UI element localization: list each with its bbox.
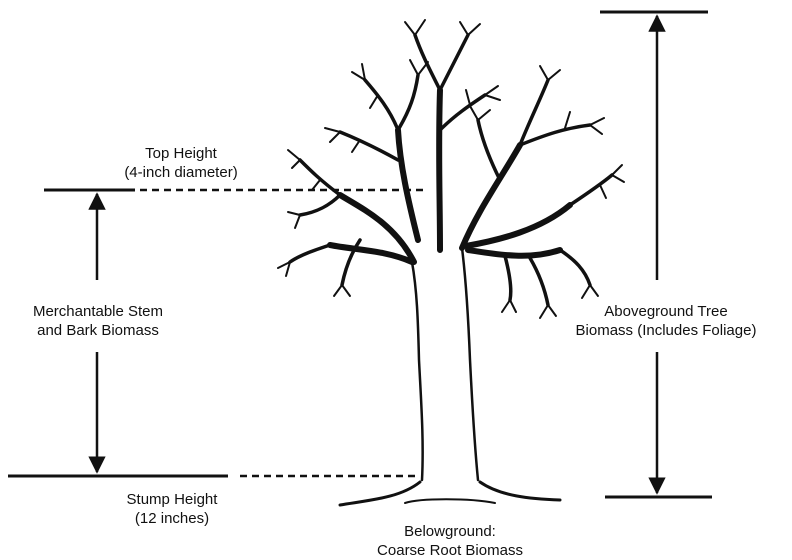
aboveground-label: Aboveground Tree Biomass (Includes Folia… bbox=[540, 302, 792, 340]
tree-illustration bbox=[278, 20, 624, 505]
belowground-line1: Belowground: bbox=[340, 522, 560, 541]
stump-height-note: (12 inches) bbox=[72, 509, 272, 528]
ground-line bbox=[340, 482, 560, 505]
top-height-label: Top Height (4-inch diameter) bbox=[86, 144, 276, 182]
merchantable-line2: and Bark Biomass bbox=[0, 321, 196, 340]
merchantable-label: Merchantable Stem and Bark Biomass bbox=[0, 302, 196, 340]
merchantable-line1: Merchantable Stem bbox=[0, 302, 196, 321]
trunk-left-edge bbox=[412, 262, 423, 480]
stump-height-label: Stump Height (12 inches) bbox=[72, 490, 272, 528]
top-height-note: (4-inch diameter) bbox=[86, 163, 276, 182]
belowground-line2: Coarse Root Biomass bbox=[340, 541, 560, 560]
aboveground-line1: Aboveground Tree bbox=[540, 302, 792, 321]
trunk-right-edge bbox=[462, 248, 478, 480]
belowground-label: Belowground: Coarse Root Biomass bbox=[340, 522, 560, 560]
root-flare bbox=[405, 499, 495, 503]
top-height-title: Top Height bbox=[86, 144, 276, 163]
stump-height-title: Stump Height bbox=[72, 490, 272, 509]
aboveground-line2: Biomass (Includes Foliage) bbox=[540, 321, 792, 340]
